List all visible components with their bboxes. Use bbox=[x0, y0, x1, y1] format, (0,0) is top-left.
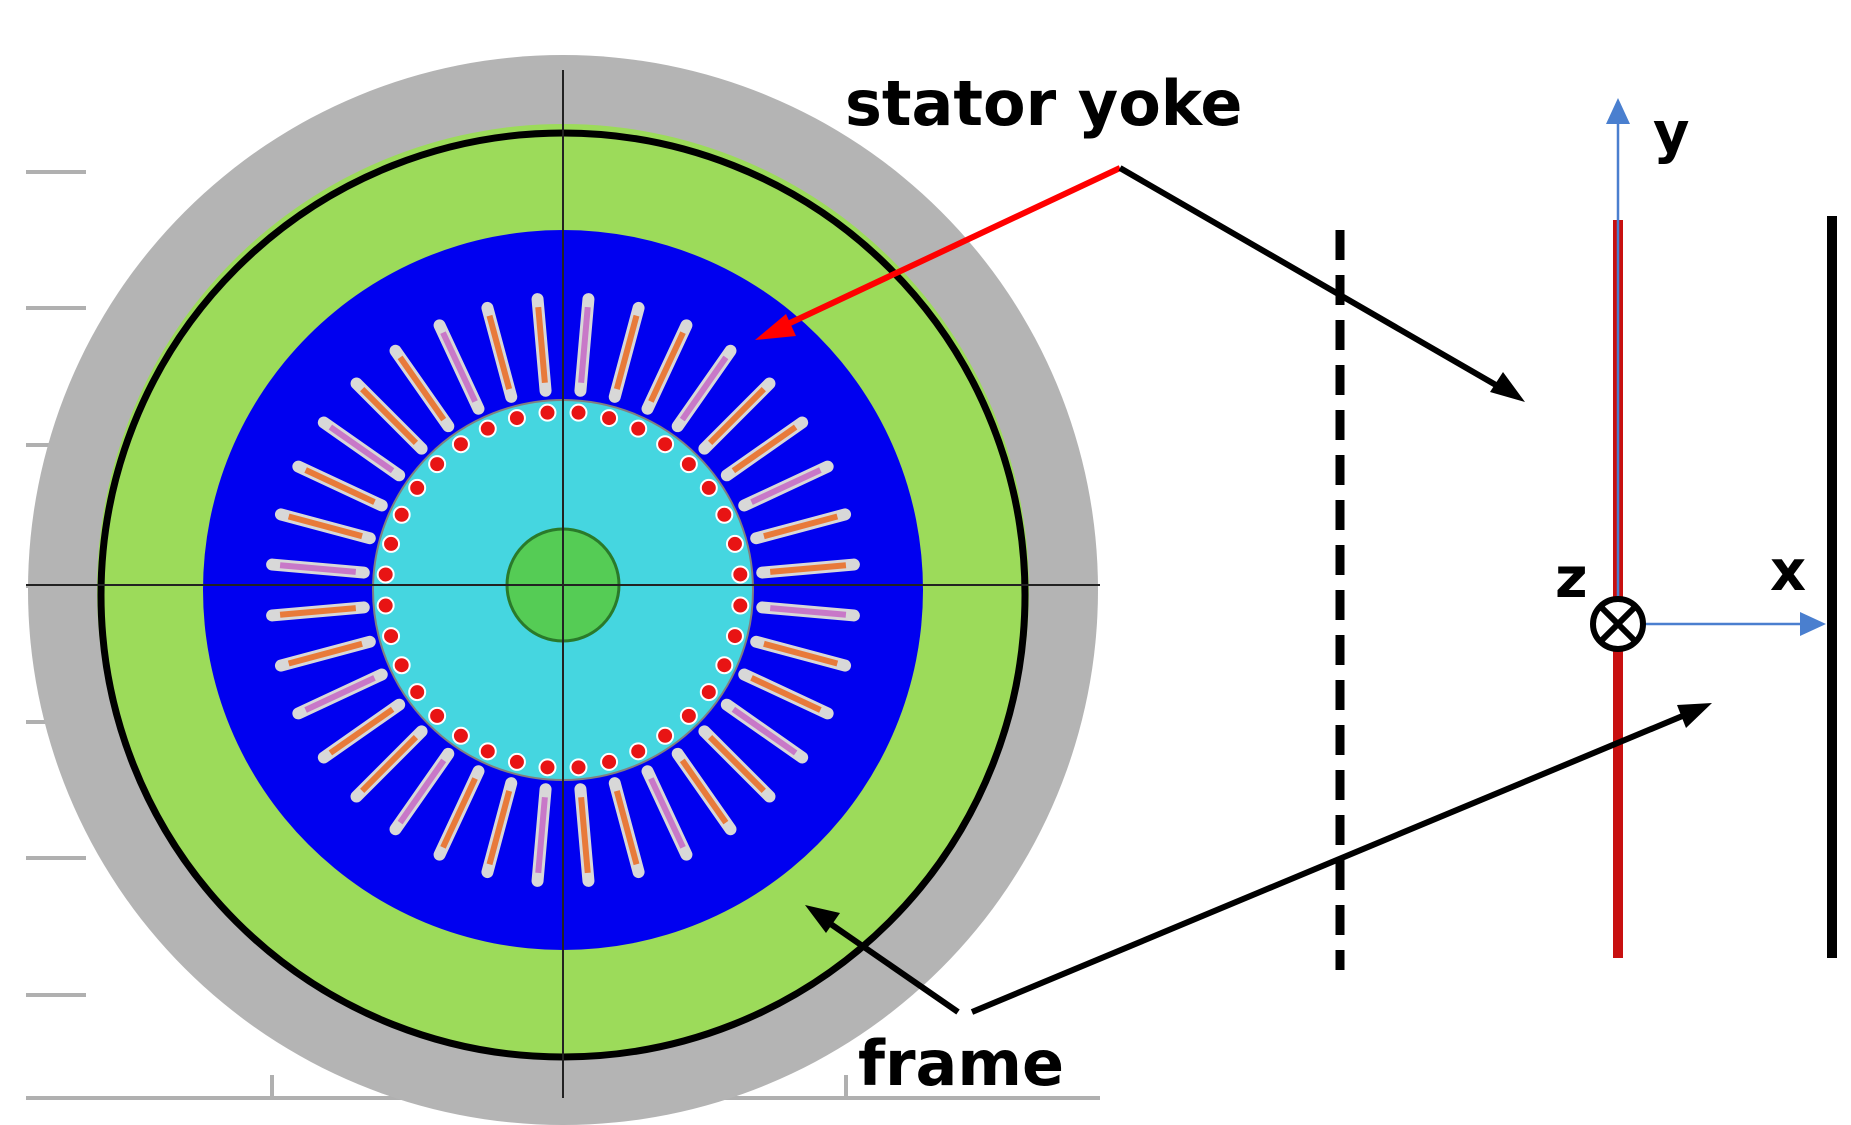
stator-yoke-red-arrowhead bbox=[755, 314, 796, 340]
slot-winding bbox=[648, 331, 686, 403]
rotor-conductor bbox=[679, 455, 698, 474]
rotor-conductor bbox=[731, 596, 750, 615]
frame-arrows bbox=[805, 703, 1712, 1015]
slot-winding bbox=[360, 734, 419, 793]
center-crosshair bbox=[26, 70, 1100, 1098]
frame-left-arrowhead bbox=[805, 905, 840, 933]
rotor-conductor bbox=[731, 565, 750, 584]
slot-winding bbox=[535, 796, 548, 874]
rotor-conductor bbox=[679, 706, 698, 725]
rotor-conductor bbox=[715, 656, 734, 675]
rotor-conductor bbox=[392, 505, 411, 524]
slot-winding bbox=[486, 790, 513, 866]
slot-winding bbox=[731, 424, 798, 474]
y-axis-label: y bbox=[1653, 101, 1690, 166]
x-axis-arrowhead bbox=[1800, 612, 1826, 636]
slot-winding bbox=[731, 706, 798, 756]
slot-winding bbox=[578, 796, 591, 874]
rotor-conductor bbox=[392, 656, 411, 675]
slot-winding bbox=[750, 467, 822, 505]
coordinate-axes bbox=[1606, 98, 1826, 636]
frame-right-pointer bbox=[970, 709, 1694, 1015]
slot-winding bbox=[328, 706, 395, 756]
slot-winding bbox=[750, 675, 822, 713]
slot-winding bbox=[578, 306, 591, 384]
rotor-conductor bbox=[725, 627, 744, 646]
slot-winding bbox=[707, 734, 766, 793]
rotor-conductor bbox=[478, 742, 497, 761]
rotor-conductor bbox=[382, 627, 401, 646]
slot-winding bbox=[648, 777, 686, 849]
slot-winding bbox=[397, 758, 447, 825]
rotor-conductor bbox=[600, 752, 619, 771]
y-axis-arrowhead bbox=[1606, 98, 1630, 124]
slot-winding bbox=[304, 467, 376, 505]
rotor-conductor bbox=[451, 435, 470, 454]
slot-winding bbox=[279, 562, 357, 575]
slot-winding bbox=[328, 424, 395, 474]
slot-winding bbox=[679, 758, 729, 825]
stator-yoke-label: stator yoke bbox=[845, 67, 1242, 140]
rotor-conductor bbox=[656, 726, 675, 745]
slot-winding bbox=[440, 331, 478, 403]
slot-winding bbox=[279, 605, 357, 618]
slot-winding bbox=[440, 777, 478, 849]
rotor-conductor bbox=[382, 534, 401, 553]
frame-label: frame bbox=[858, 1027, 1064, 1100]
rotor-conductor bbox=[715, 505, 734, 524]
z-axis-into-page-icon bbox=[1590, 596, 1646, 652]
rotor-conductor bbox=[478, 419, 497, 438]
rotor-conductor bbox=[569, 403, 588, 422]
rotor-conductor bbox=[629, 742, 648, 761]
rotor-conductor bbox=[408, 478, 427, 497]
rotor-conductor bbox=[376, 565, 395, 584]
slot-winding bbox=[769, 605, 847, 618]
slot-winding bbox=[535, 306, 548, 384]
rotor-conductor bbox=[569, 758, 588, 777]
rotor-conductor bbox=[408, 683, 427, 702]
stator-yoke-arrows bbox=[755, 165, 1525, 402]
rotor-conductor bbox=[538, 758, 557, 777]
slot-winding bbox=[763, 640, 839, 667]
slot-winding bbox=[397, 355, 447, 422]
slot-winding bbox=[707, 387, 766, 446]
slot-winding bbox=[287, 513, 363, 540]
rotor-conductor bbox=[629, 419, 648, 438]
rotor-conductor bbox=[699, 683, 718, 702]
rotor-conductor bbox=[507, 409, 526, 428]
slot-winding bbox=[679, 355, 729, 422]
stator-yoke-black-pointer bbox=[1118, 165, 1510, 395]
stator-yoke-red-pointer bbox=[773, 165, 1122, 333]
z-axis-label: z bbox=[1555, 546, 1588, 611]
slot-winding bbox=[287, 640, 363, 667]
slot-winding bbox=[769, 562, 847, 575]
rotor-conductor bbox=[451, 726, 470, 745]
slot-winding bbox=[486, 314, 513, 390]
slot-winding bbox=[763, 513, 839, 540]
rotor-conductor bbox=[725, 534, 744, 553]
slot-winding bbox=[613, 790, 640, 866]
rotor-conductor bbox=[428, 706, 447, 725]
slot-winding bbox=[304, 675, 376, 713]
stator-yoke-black-arrowhead bbox=[1490, 372, 1525, 402]
stator-slots bbox=[266, 293, 860, 887]
slot-winding bbox=[613, 314, 640, 390]
slot-winding bbox=[360, 387, 419, 446]
rotor-conductor bbox=[507, 752, 526, 771]
x-axis-label: x bbox=[1770, 539, 1806, 604]
rotor-conductor bbox=[699, 478, 718, 497]
frame-right-arrowhead bbox=[1677, 703, 1712, 728]
rotor-conductor bbox=[600, 409, 619, 428]
rotor-conductor bbox=[656, 435, 675, 454]
rotor-conductor bbox=[428, 455, 447, 474]
rotor-conductor bbox=[376, 596, 395, 615]
rotor-conductor bbox=[538, 403, 557, 422]
frame-left-pointer bbox=[820, 915, 960, 1015]
